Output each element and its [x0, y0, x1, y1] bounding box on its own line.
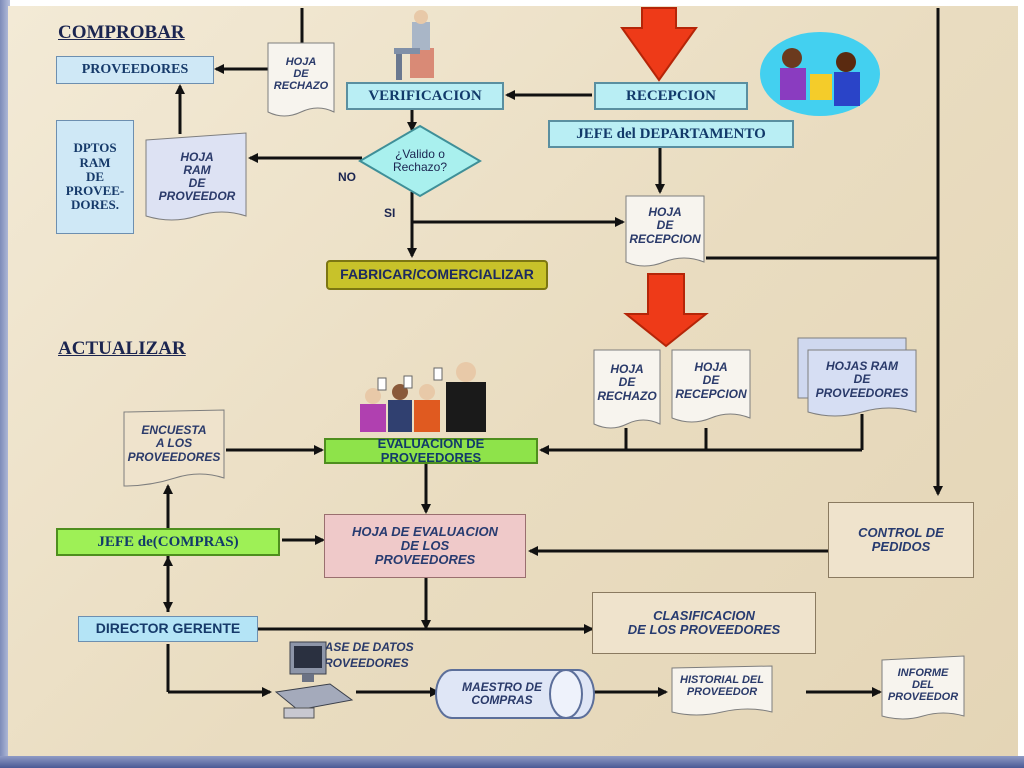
computer-icon [274, 641, 354, 719]
bottom-border [0, 756, 1024, 768]
fabricar-box: FABRICAR/COMERCIALIZAR [326, 260, 548, 290]
encuesta-proveedores: ENCUESTA A LOS PROVEEDORES [127, 423, 221, 464]
hojas-ram-proveedores: HOJAS RAM DE PROVEEDORES [815, 359, 909, 400]
doc-hoja-recepcion-top-shape [625, 195, 705, 267]
hoja-rechazo-mid: HOJA DE RECHAZO [597, 362, 657, 403]
voting-people-icon [360, 362, 486, 432]
section-comprobar: COMPROBAR [58, 22, 185, 43]
hoja-evaluacion-box: HOJA DE EVALUACION DE LOS PROVEEDORES [324, 514, 526, 578]
verificacion-box: VERIFICACION [346, 82, 504, 110]
doc-hoja-recepcion-mid-shape [671, 349, 751, 423]
proveedores-box: PROVEEDORES [56, 56, 214, 84]
red-arrow-top [620, 7, 698, 82]
hoja-recepcion-top: HOJA DE RECEPCION [629, 205, 701, 246]
section-actualizar: ACTUALIZAR [58, 338, 186, 359]
historial-proveedor: HISTORIAL DEL PROVEEDOR [680, 673, 764, 698]
control-pedidos-box: CONTROL DE PEDIDOS [828, 502, 974, 578]
doc-hojas-ram-front-shape [807, 349, 917, 417]
base-datos-label: BASE DE DATOS PROVEEDORES [316, 640, 414, 670]
clasificacion-proveedores-box: CLASIFICACION DE LOS PROVEEDORES [592, 592, 816, 654]
left-border [0, 0, 10, 768]
si-label: SI [384, 206, 396, 220]
no-label: NO [338, 170, 356, 184]
recepcion-box: RECEPCION [594, 82, 748, 110]
doc-encuesta-shape [123, 409, 225, 487]
director-gerente-box: DIRECTOR GERENTE [78, 616, 258, 642]
hoja-recepcion-mid: HOJA DE RECEPCION [675, 360, 747, 401]
decision-diamond [358, 124, 482, 198]
doc-hoja-ram-shape [145, 132, 247, 221]
doc-informe-shape [881, 655, 965, 720]
doc-hoja-rechazo-mid-shape [593, 349, 661, 429]
doc-historial-shape [671, 665, 773, 716]
meeting-people-icon [760, 32, 880, 116]
seated-person-icon [394, 10, 434, 80]
hoja-ram-proveedor: HOJA RAM DE PROVEEDOR [158, 149, 236, 204]
jefe-departamento-box: JEFE del DEPARTAMENTO [548, 120, 794, 148]
maestro-compras-label: MAESTRO DE COMPRAS [461, 679, 542, 707]
evaluacion-proveedores-box: EVALUACION DE PROVEEDORES [324, 436, 538, 465]
jefe-compras-box: JEFE de(COMPRAS) [56, 528, 280, 556]
hoja-rechazo-top: HOJA DE RECHAZO [273, 55, 329, 93]
red-arrow-middle [623, 273, 709, 348]
doc-hoja-rechazo-top-shape [267, 42, 335, 117]
decision-label: ¿Valido o Rechazo? [392, 146, 448, 174]
dptos-ram-box: DPTOS RAM DE PROVEE- DORES. [56, 120, 134, 234]
informe-proveedor: INFORME DEL PROVEEDOR [887, 666, 959, 704]
